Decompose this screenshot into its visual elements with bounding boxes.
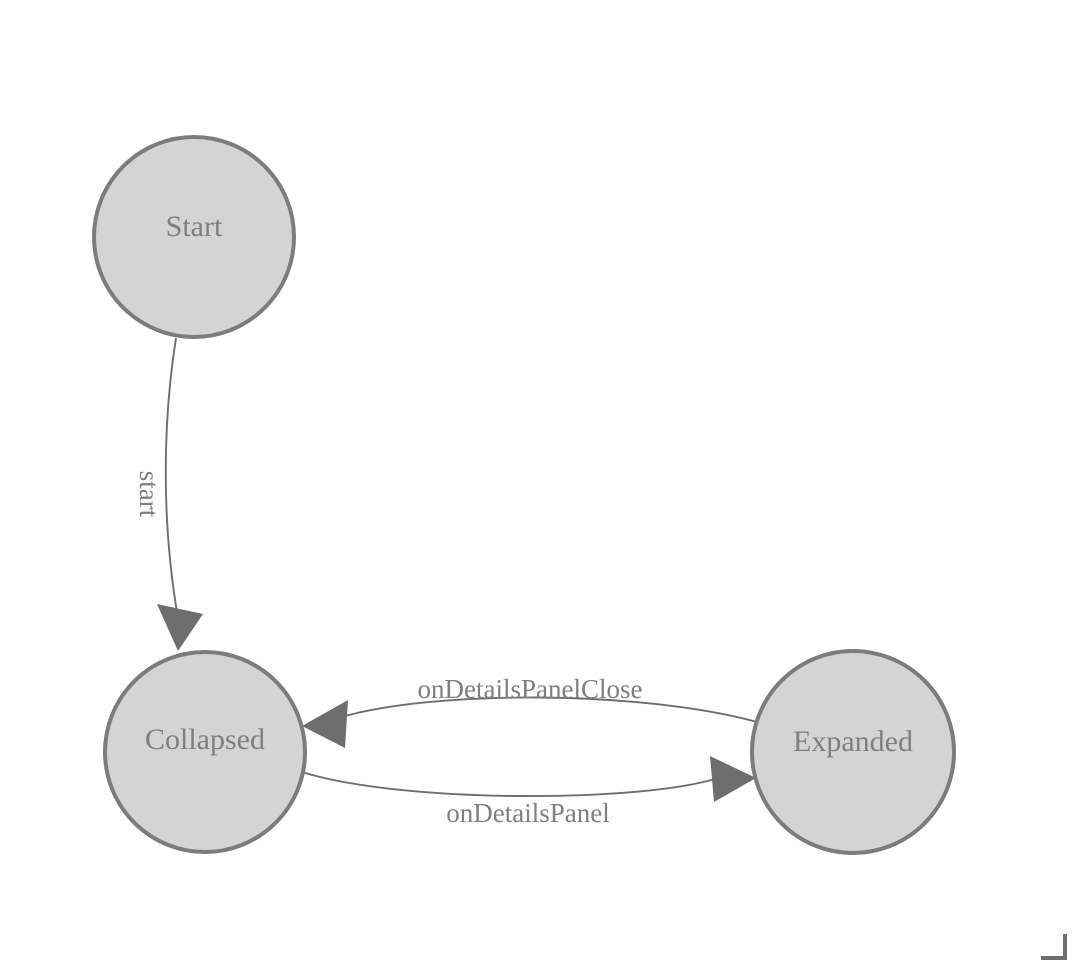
node-start[interactable]: Start [92, 135, 296, 339]
node-collapsed[interactable]: Collapsed [103, 650, 307, 854]
node-collapsed-label: Collapsed [145, 723, 265, 756]
edge-collapsed-to-expanded-path [301, 771, 719, 798]
edge-expanded-to-collapsed-path [337, 696, 758, 723]
viewport-corner-vertical-rule [1063, 934, 1067, 960]
node-expanded[interactable]: Expanded [750, 649, 956, 855]
node-start-circle [92, 135, 296, 339]
node-collapsed-circle [103, 650, 307, 854]
edge-start-to-collapsed-path [164, 337, 179, 619]
viewport-corner-horizontal-rule [1041, 956, 1067, 960]
viewport-corner-marker [1041, 934, 1067, 960]
edge-expanded-to-collapsed-arrowhead [302, 700, 348, 748]
edge-label-on-details-panel: onDetailsPanel [446, 798, 609, 828]
edge-label-start: start [134, 471, 164, 518]
edge-start-to-collapsed[interactable] [157, 337, 203, 651]
node-expanded-circle [750, 649, 956, 855]
edge-start-to-collapsed-arrowhead [157, 604, 203, 651]
edge-collapsed-to-expanded[interactable] [301, 756, 756, 802]
node-expanded-label: Expanded [793, 725, 913, 758]
node-start-label: Start [166, 210, 223, 243]
edge-collapsed-to-expanded-arrowhead [710, 756, 756, 802]
edge-label-on-details-panel-close: onDetailsPanelClose [418, 674, 643, 704]
edge-expanded-to-collapsed[interactable] [302, 696, 758, 748]
